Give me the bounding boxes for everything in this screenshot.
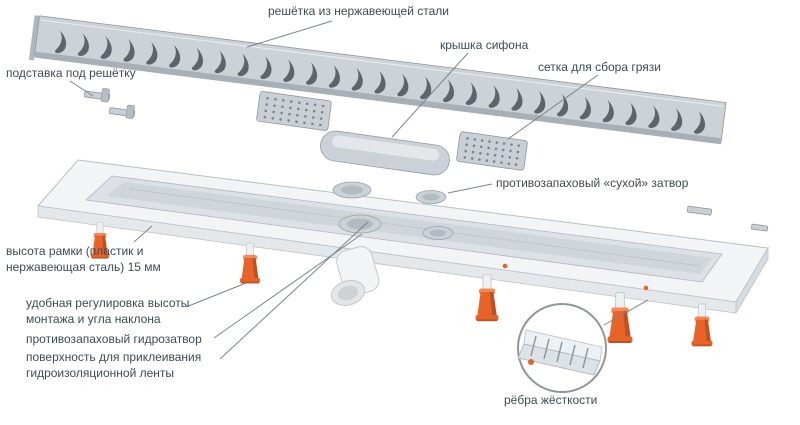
label-tape-surface: поверхность для приклеивания гидроизоляц… xyxy=(26,350,202,380)
fixing-clip xyxy=(686,205,713,216)
label-height-adjust: удобная регулировка высоты монтажа и угл… xyxy=(26,296,190,326)
label-dirt-mesh: сетка для сбора грязи xyxy=(538,60,661,74)
adjustable-foot xyxy=(91,221,109,259)
grate-end-cap xyxy=(28,15,40,61)
grate-surface xyxy=(34,15,727,143)
adjustable-foot xyxy=(475,274,499,322)
leader-lines xyxy=(69,20,599,360)
stainless-grate xyxy=(28,15,727,145)
dirt-mesh-plate-right xyxy=(456,131,528,171)
adjustable-foot xyxy=(607,292,633,343)
mesh-holes xyxy=(463,137,521,166)
adjustable-foot xyxy=(240,242,260,284)
label-water-trap: противозапаховый гидрозатвор xyxy=(26,332,202,346)
grate-edge xyxy=(34,51,722,145)
inset-screw xyxy=(528,359,534,365)
label-grate-stand: подставка под решётку xyxy=(6,66,136,80)
adjustable-foot xyxy=(691,303,713,347)
grate-wave-pattern xyxy=(55,30,706,134)
flange-screw xyxy=(502,263,508,269)
label-ribs: рёбра жёсткости xyxy=(504,393,598,407)
adjustable-feet xyxy=(91,221,713,347)
grate-stand-brackets xyxy=(84,88,136,119)
drain-pipe-opening xyxy=(330,280,366,306)
flange-screw xyxy=(643,285,649,291)
fixing-clip xyxy=(751,223,769,232)
label-dry-trap: противозапаховый «сухой» затвор xyxy=(496,176,689,190)
siphon-cover xyxy=(320,130,450,176)
dirt-mesh-plate-left xyxy=(256,91,332,131)
dry-trap xyxy=(332,181,447,204)
channel-floor xyxy=(106,182,712,274)
label-grate: решётка из нержавеющей стали xyxy=(268,4,449,18)
label-siphon-cover: крышка сифона xyxy=(440,38,529,52)
channel-body xyxy=(37,159,769,315)
channel-end-wall xyxy=(735,246,769,315)
mesh-holes xyxy=(263,96,325,127)
label-frame-height: высота рамки (пластик и нержавеющая стал… xyxy=(6,244,161,274)
water-trap-discs xyxy=(338,214,454,240)
ribs-magnifier-inset xyxy=(517,299,649,393)
